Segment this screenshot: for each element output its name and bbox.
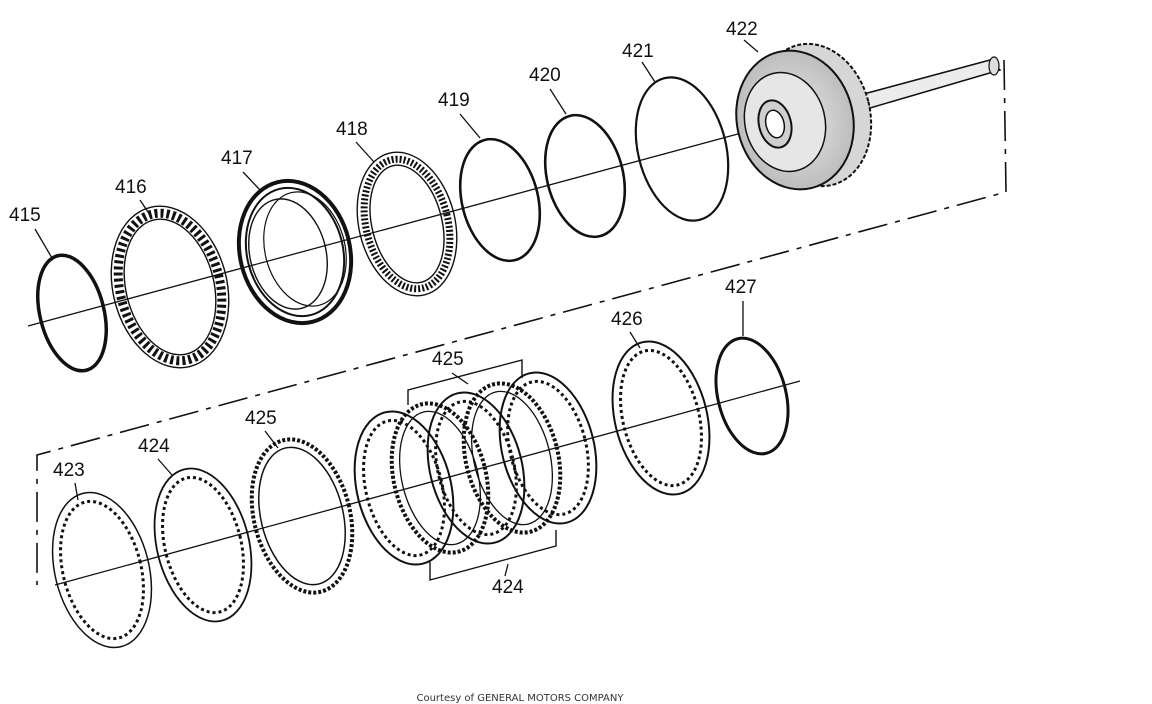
part-423-plate — [51, 491, 153, 649]
clutch-pack — [353, 359, 598, 581]
part-416-spring-ring — [110, 205, 230, 369]
part-421-seal — [634, 76, 730, 222]
label-418: 418 — [336, 119, 368, 140]
label-416: 416 — [115, 177, 147, 198]
label-423: 423 — [53, 460, 85, 481]
label-424-pack: 424 — [492, 577, 524, 598]
part-419-seal — [458, 137, 542, 263]
label-426: 426 — [611, 309, 643, 330]
label-417: 417 — [221, 148, 253, 169]
leader-lines — [34, 39, 759, 577]
part-427-snap-ring — [714, 336, 790, 456]
part-418-ring — [356, 151, 458, 297]
part-425-plate-left — [249, 437, 355, 595]
part-417-piston — [236, 178, 354, 326]
label-424-left: 424 — [138, 436, 170, 457]
part-424-plate-left — [153, 467, 253, 623]
part-420-seal — [543, 113, 627, 239]
part-415-snap-ring — [36, 253, 108, 373]
label-420: 420 — [529, 65, 561, 86]
part-426-backing-plate — [611, 340, 711, 496]
label-421: 421 — [622, 41, 654, 62]
part-422-hub-shaft — [735, 42, 1002, 191]
assembly-frame — [36, 59, 1007, 585]
upper-axis — [27, 127, 761, 327]
label-422: 422 — [726, 19, 758, 40]
label-427: 427 — [725, 277, 757, 298]
label-425-pack: 425 — [432, 349, 464, 370]
credit-text: Courtesy of GENERAL MOTORS COMPANY — [416, 693, 624, 704]
label-419: 419 — [438, 90, 470, 111]
label-425-left: 425 — [245, 408, 277, 429]
lower-axis — [54, 380, 801, 586]
label-415: 415 — [9, 205, 41, 226]
